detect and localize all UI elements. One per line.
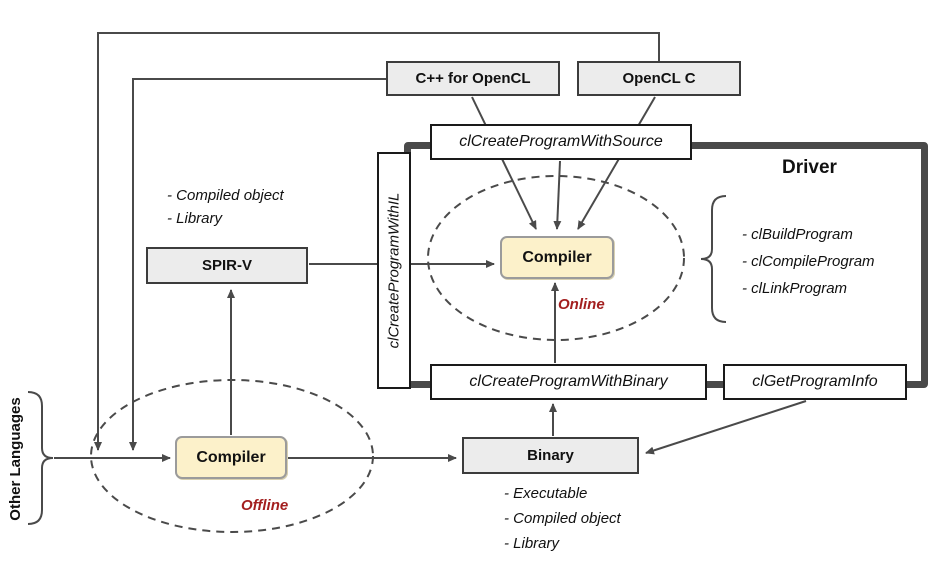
spirv-node: SPIR-V (146, 247, 308, 284)
create-program-with-il-label: clCreateProgramWithIL (385, 192, 403, 349)
offline-compiler-node: Compiler (175, 436, 287, 479)
other-languages-brace (27, 391, 54, 525)
get-program-info-node: clGetProgramInfo (723, 364, 907, 400)
online-label: Online (558, 296, 605, 313)
cpp-for-opencl-node: C++ for OpenCL (386, 61, 560, 96)
binary-node: Binary (462, 437, 639, 474)
driver-function-item: - clCompileProgram (742, 253, 875, 270)
create-program-with-source-node: clCreateProgramWithSource (430, 124, 692, 160)
binary-note-item: - Executable (504, 485, 588, 502)
arrow-openclc-to-online-compiler (577, 96, 656, 230)
other-languages-label: Other Languages (7, 397, 24, 521)
arrow-openclc-to-offline (94, 32, 660, 451)
arrow-cpp-to-offline (129, 78, 386, 451)
binary-note-item: - Library (504, 535, 560, 552)
spirv-note-item: - Compiled object (167, 187, 284, 204)
create-program-with-il-node: clCreateProgramWithIL (377, 152, 411, 389)
driver-functions-list: - clBuildProgram - clCompileProgram - cl… (742, 221, 875, 302)
spirv-notes: - Compiled object - Library (167, 184, 284, 230)
arrow-cpp-to-online-compiler (471, 96, 537, 230)
arrow-getinfo-to-binary (645, 400, 807, 455)
create-program-with-binary-node: clCreateProgramWithBinary (430, 364, 707, 400)
offline-label: Offline (241, 497, 289, 514)
spirv-note-item: - Library (167, 210, 223, 227)
driver-function-item: - clLinkProgram (742, 280, 848, 297)
arrow-source-to-online-compiler (553, 160, 562, 230)
driver-function-item: - clBuildProgram (742, 226, 853, 243)
opencl-c-node: OpenCL C (577, 61, 741, 96)
online-compiler-node: Compiler (500, 236, 614, 279)
online-scope-ellipse (427, 175, 685, 341)
driver-functions-brace (700, 195, 727, 323)
binary-note-item: - Compiled object (504, 510, 621, 527)
driver-label: Driver (782, 157, 837, 178)
binary-notes: - Executable - Compiled object - Library (504, 481, 621, 556)
